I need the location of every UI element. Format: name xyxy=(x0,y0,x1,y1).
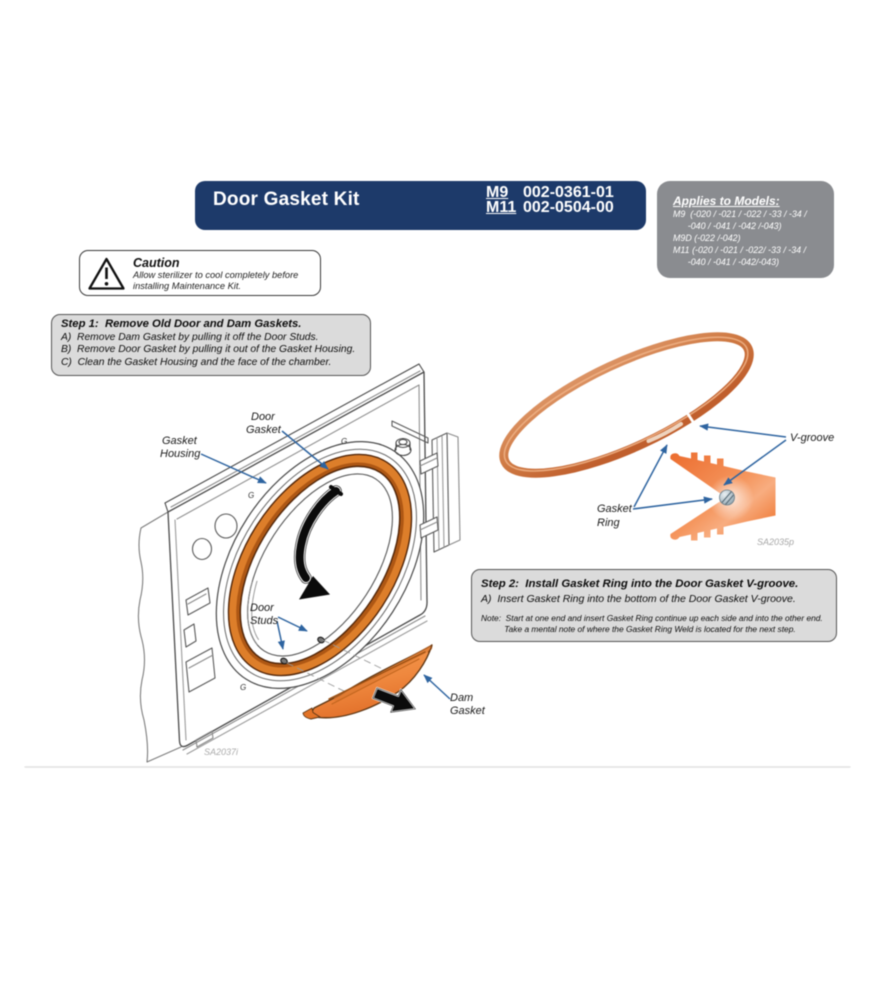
svg-text:G: G xyxy=(240,683,246,692)
svg-text:G: G xyxy=(248,491,254,500)
svg-text:V-groove: V-groove xyxy=(790,432,834,444)
svg-text:Gasket: Gasket xyxy=(246,424,282,436)
svg-text:Gasket: Gasket xyxy=(597,503,633,515)
svg-text:Door: Door xyxy=(251,411,276,423)
svg-text:Housing: Housing xyxy=(160,448,201,460)
svg-text:Ring: Ring xyxy=(597,517,621,529)
svg-text:Studs: Studs xyxy=(250,615,279,627)
svg-text:G: G xyxy=(341,437,347,446)
svg-text:Door: Door xyxy=(250,602,275,614)
svg-text:SA2037i: SA2037i xyxy=(204,747,239,757)
svg-text:Gasket: Gasket xyxy=(162,435,198,447)
svg-text:SA2035p: SA2035p xyxy=(757,537,794,547)
svg-text:Gasket: Gasket xyxy=(450,705,486,717)
svg-text:Dam: Dam xyxy=(450,692,473,704)
